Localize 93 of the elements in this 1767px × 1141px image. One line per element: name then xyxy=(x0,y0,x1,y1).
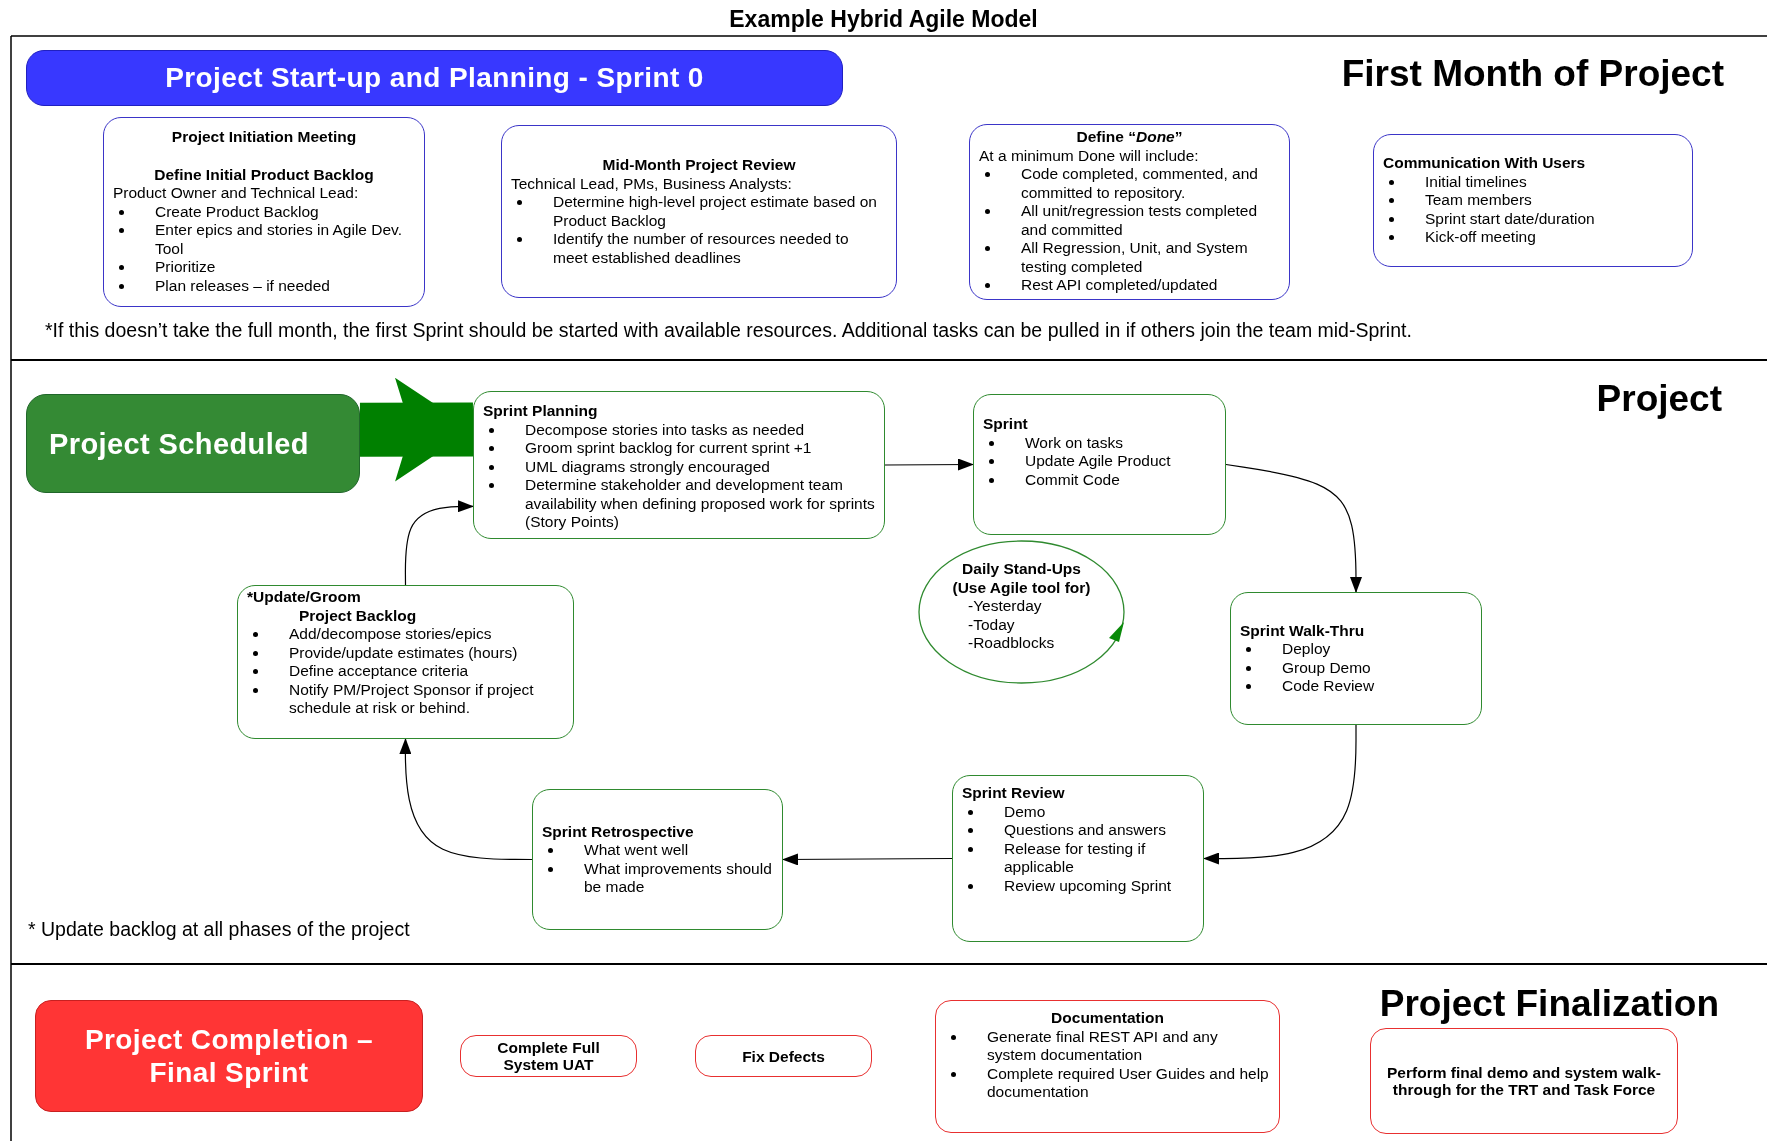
bullet-text: All unit/regression tests completed and committed xyxy=(979,202,1280,239)
bullet-text: Determine high-level project estimate based on Product Backlog xyxy=(511,193,887,230)
banner-text: Project Completion – Final Sprint xyxy=(83,1023,374,1089)
bullet-text: Define acceptance criteria xyxy=(247,662,564,681)
bullet-text: Add/decompose stories/epics xyxy=(247,625,564,644)
process-box xyxy=(237,585,574,739)
process-box xyxy=(952,775,1204,942)
box-heading: Sprint Retrospective xyxy=(542,822,695,841)
box-heading: Sprint Review xyxy=(962,784,1066,803)
arrow xyxy=(1225,463,1362,593)
box-heading: (Use Agile tool for) xyxy=(951,578,1092,597)
box-heading: Project Initiation Meeting xyxy=(170,128,358,147)
process-box xyxy=(103,117,425,307)
footnote-text: *If this doesn’t take the full month, the first Sprint should be started with available resources. Additional tasks can be pulled in if others join the team mid-Sprint. xyxy=(45,319,1412,341)
process-box xyxy=(501,125,897,298)
phase-banner xyxy=(26,394,360,493)
phase-banner xyxy=(35,1000,423,1112)
task-box xyxy=(695,1035,872,1077)
bullet-text: Sprint start date/duration xyxy=(1383,209,1683,229)
bullet-text: Demo xyxy=(962,802,1194,821)
process-box xyxy=(1230,592,1482,725)
bullet-text: Release for testing if applicable xyxy=(962,839,1194,877)
phase-banner xyxy=(26,50,843,106)
bullet-text: Enter epics and stories in Agile Dev. Tool xyxy=(113,221,415,258)
bullet-text: Groom sprint backlog for current sprint +1 xyxy=(483,439,875,458)
task-box xyxy=(1370,1028,1678,1134)
bullet-text: Commit Code xyxy=(983,470,1216,489)
task-box xyxy=(460,1035,637,1077)
banner-text: Project Scheduled xyxy=(49,426,310,461)
process-box xyxy=(969,124,1290,300)
bullet-text: Kick-off meeting xyxy=(1383,228,1683,247)
box-text: At a minimum Done will include: xyxy=(979,146,1200,165)
bullet-text: Decompose stories into tasks as needed xyxy=(483,420,875,439)
box-text: -Today xyxy=(967,615,1016,634)
arrow xyxy=(404,500,474,586)
block-arrow xyxy=(360,377,473,482)
box-heading: *Update/Groom xyxy=(247,588,362,607)
bullet-text: Review upcoming Sprint xyxy=(962,876,1194,895)
section-heading: First Month of Project xyxy=(1341,53,1724,95)
box-heading: Project Backlog xyxy=(298,606,418,625)
section-heading: Project xyxy=(1596,378,1722,420)
process-box xyxy=(473,391,885,539)
banner-text: Fix Defects xyxy=(741,1047,826,1065)
diagram-title: Example Hybrid Agile Model xyxy=(729,6,1038,33)
bullet-text: Complete required User Guides and help documentation xyxy=(945,1064,1270,1102)
bullet-text: Questions and answers xyxy=(962,821,1194,840)
process-box xyxy=(973,394,1226,535)
bullet-text: Update Agile Product xyxy=(983,452,1216,471)
bullet-text: Code Review xyxy=(1240,677,1472,696)
box-heading: Define Initial Product Backlog xyxy=(153,165,375,184)
bullet-text: UML diagrams strongly encouraged xyxy=(483,457,875,476)
task-box xyxy=(935,1000,1280,1133)
bullet-text: Create Product Backlog xyxy=(113,202,415,221)
bullet-text: Deploy xyxy=(1240,640,1472,659)
arrow xyxy=(884,458,974,471)
bullet-text: Rest API completed/updated xyxy=(979,276,1280,295)
bullet-text: What improvements should be made xyxy=(542,859,773,897)
bullet-text: What went well xyxy=(542,841,773,860)
box-heading: Sprint Walk-Thru xyxy=(1240,621,1366,640)
bullet-text: Generate final REST API and any system documentation xyxy=(945,1027,1270,1065)
process-box xyxy=(532,789,783,930)
box-heading: Sprint xyxy=(983,415,1029,434)
box-text: Product Owner and Technical Lead: xyxy=(113,184,360,203)
box-text: Technical Lead, PMs, Business Analysts: xyxy=(511,174,793,193)
box-heading: Define “Done” xyxy=(1075,128,1184,147)
bullet-text: Team members xyxy=(1383,191,1683,210)
box-heading: Sprint Planning xyxy=(483,402,599,421)
bullet-text: Notify PM/Project Sponsor if project schedule at risk or behind. xyxy=(247,680,564,718)
banner-text: Perform final demo and system walk-through for the TRT and Task Force xyxy=(1386,1064,1662,1098)
banner-text: Project Start-up and Planning - Sprint 0 xyxy=(164,62,705,94)
box-heading: Documentation xyxy=(1050,1009,1165,1028)
process-box xyxy=(1373,134,1693,267)
bullet-text: Prioritize xyxy=(113,258,415,277)
arrow xyxy=(399,738,533,861)
bullet-text: Plan releases – if needed xyxy=(113,276,415,295)
box-heading: Daily Stand-Ups xyxy=(961,560,1082,579)
arrow xyxy=(782,853,953,866)
box-heading: Mid-Month Project Review xyxy=(601,156,797,175)
bullet-text: Initial timelines xyxy=(1383,172,1683,192)
box-heading: Communication With Users xyxy=(1383,154,1587,173)
bullet-text: Code completed, commented, and committed to repository. xyxy=(979,165,1280,202)
arrow xyxy=(1203,724,1357,865)
banner-text: Complete Full System UAT xyxy=(496,1039,601,1073)
bullet-text: Group Demo xyxy=(1240,658,1472,677)
box-text: -Roadblocks xyxy=(967,634,1056,653)
bullet-text: Identify the number of resources needed to meet established deadlines xyxy=(511,230,887,267)
bullet-text: Provide/update estimates (hours) xyxy=(247,643,564,662)
bullet-text: Determine stakeholder and development team availability when defining proposed work for sprints (Story Points) xyxy=(483,476,875,532)
section-heading: Project Finalization xyxy=(1379,983,1719,1025)
footnote-text: * Update backlog at all phases of the project xyxy=(28,918,410,940)
box-text: -Yesterday xyxy=(967,597,1043,616)
bullet-text: All Regression, Unit, and System testing completed xyxy=(979,239,1280,276)
bullet-text: Work on tasks xyxy=(983,433,1216,452)
